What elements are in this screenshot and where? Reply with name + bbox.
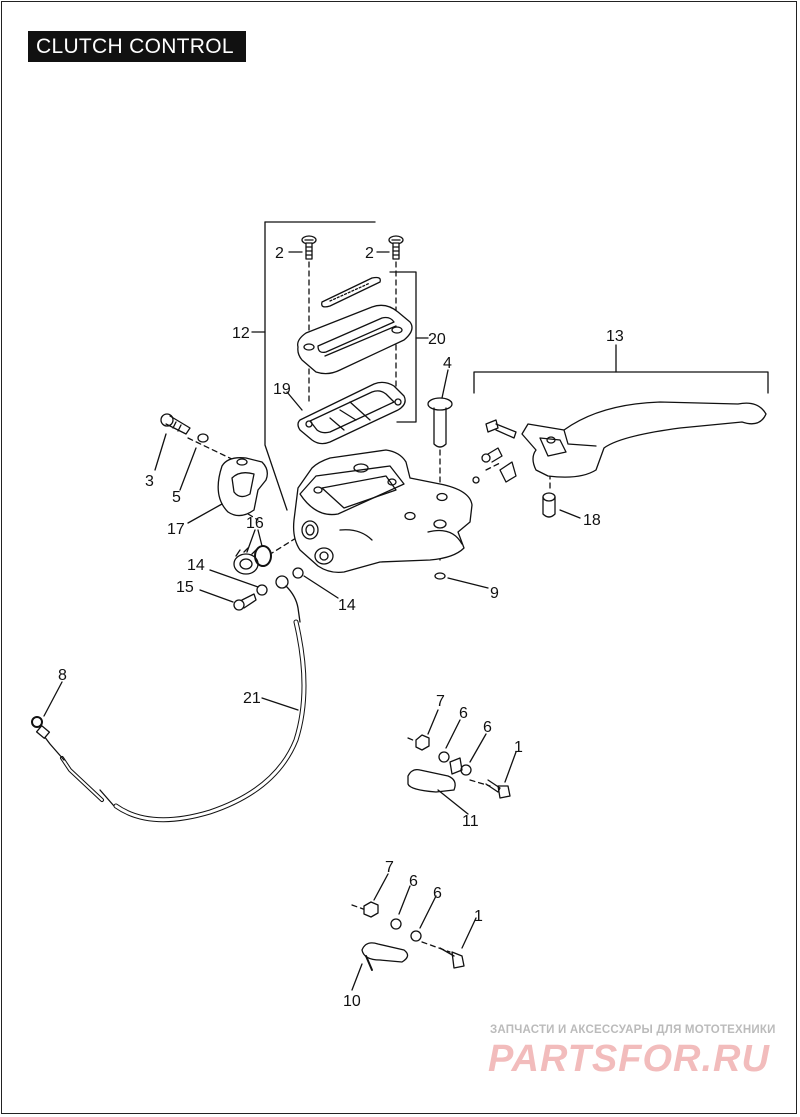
callout-7-upper: 7 xyxy=(436,693,445,710)
callout-16: 16 xyxy=(246,515,264,532)
clutch-hose xyxy=(35,575,307,823)
cover-screw-right xyxy=(388,235,404,260)
group-bracket-13 xyxy=(473,371,769,394)
sight-glass xyxy=(321,276,381,308)
lever-bushing xyxy=(542,492,556,518)
callout-6-lower-a: 6 xyxy=(409,873,418,890)
group-bracket-20 xyxy=(389,271,417,423)
group-bracket-12 xyxy=(264,221,376,511)
callout-21: 21 xyxy=(243,690,261,707)
hose-o-ring xyxy=(31,716,43,728)
callout-19: 19 xyxy=(273,381,291,398)
callout-2-left: 2 xyxy=(275,245,284,262)
cover-screw-left xyxy=(301,235,317,260)
clutch-lever xyxy=(521,401,767,478)
handlebar-clamp xyxy=(217,457,268,517)
callout-6-lower-b: 6 xyxy=(433,885,442,902)
callout-14-left: 14 xyxy=(187,557,205,574)
callout-7-lower: 7 xyxy=(385,859,394,876)
callout-2-right: 2 xyxy=(365,245,374,262)
reservoir-cover xyxy=(297,304,413,375)
watermark-logo: PARTSFOR.RU xyxy=(488,1038,770,1080)
watermark-tagline: ЗАПЧАСТИ И АКСЕССУАРЫ ДЛЯ МОТОТЕХНИКИ xyxy=(490,1024,776,1036)
lever-switch-hardware xyxy=(472,419,517,484)
callout-12: 12 xyxy=(232,325,250,342)
clamp-screw xyxy=(160,413,191,435)
banjo-washer-right xyxy=(292,567,304,579)
leader-lines xyxy=(43,251,617,991)
callout-6-upper-a: 6 xyxy=(459,705,468,722)
callout-18: 18 xyxy=(583,512,601,529)
clamp-washer xyxy=(197,433,209,443)
reservoir-gasket xyxy=(297,381,406,445)
banjo-fitting xyxy=(233,547,259,575)
pivot-pin xyxy=(427,397,453,448)
callout-3: 3 xyxy=(145,473,154,490)
callout-9: 9 xyxy=(490,585,499,602)
master-cylinder-body xyxy=(292,449,473,574)
callout-4: 4 xyxy=(443,355,452,372)
hose-clip-lower-group xyxy=(361,901,465,971)
callout-1-lower: 1 xyxy=(474,908,483,925)
callout-1-upper: 1 xyxy=(514,739,523,756)
retaining-ring xyxy=(434,572,446,580)
callout-13: 13 xyxy=(606,328,624,345)
callout-11: 11 xyxy=(462,813,479,830)
banjo-washer-left xyxy=(256,584,268,596)
callout-15: 15 xyxy=(176,579,194,596)
diagram-title: CLUTCH CONTROL xyxy=(28,31,246,62)
o-ring xyxy=(254,545,272,567)
callout-14-right: 14 xyxy=(338,597,356,614)
callout-20: 20 xyxy=(428,331,446,348)
callout-5: 5 xyxy=(172,489,181,506)
callout-8: 8 xyxy=(58,667,67,684)
callout-10: 10 xyxy=(343,993,361,1010)
hose-clip-upper-group xyxy=(407,734,511,799)
callout-17: 17 xyxy=(167,521,185,538)
banjo-bolt xyxy=(233,593,257,611)
callout-6-upper-b: 6 xyxy=(483,719,492,736)
callouts: 2 2 12 20 13 4 19 3 5 17 16 18 14 15 9 1… xyxy=(58,245,624,1010)
